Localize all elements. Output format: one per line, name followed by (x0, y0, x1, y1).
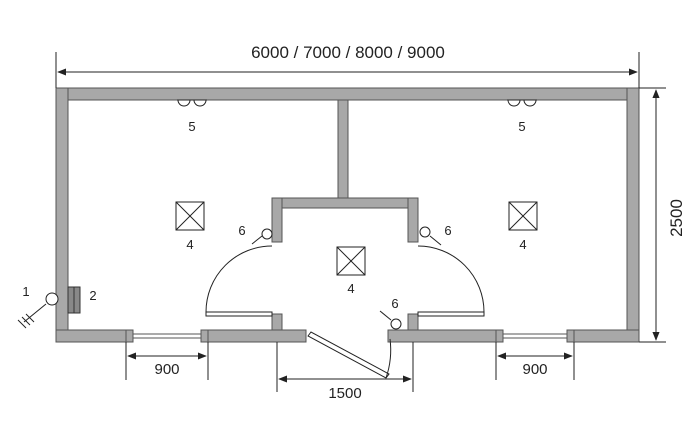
partition-left-wall (271, 197, 283, 243)
marker-lamp-right: 5 (518, 119, 525, 134)
marker-light-left: 4 (186, 237, 193, 252)
inner-door-left (205, 245, 273, 317)
switch-icon-bottom (379, 310, 402, 330)
total-width-label: 2500 (667, 199, 686, 237)
partition-right-wall (407, 197, 419, 243)
window-right (495, 329, 575, 343)
total-length-label: 6000 / 7000 / 8000 / 9000 (251, 43, 445, 62)
dimension-window-left (125, 342, 209, 380)
marker-switch-bottom: 6 (391, 296, 398, 311)
left-wall (55, 87, 69, 343)
dimension-window-right (495, 342, 575, 380)
window-right-width-label: 900 (522, 361, 547, 378)
light-fixture-icon-left (175, 201, 205, 231)
marker-light-right: 4 (519, 237, 526, 252)
right-wall (626, 87, 640, 343)
dimension-door-opening (276, 342, 414, 392)
bottom-wall-1 (55, 329, 127, 343)
door-opening-width-label: 1500 (328, 385, 361, 402)
dimension-total-length (55, 52, 640, 88)
bottom-wall-2 (207, 329, 307, 343)
window-left-width-label: 900 (154, 361, 179, 378)
marker-switch-right: 6 (444, 223, 451, 238)
partition-top-wall (271, 197, 419, 209)
distribution-panel-icon (67, 286, 81, 314)
marker-switch-left: 6 (238, 223, 245, 238)
inner-door-right (417, 245, 485, 317)
light-fixture-icon-center (336, 246, 366, 276)
top-wall (55, 87, 640, 101)
marker-panel: 2 (89, 288, 96, 303)
inner-stub-left (271, 313, 283, 331)
marker-power-input: 1 (22, 284, 29, 299)
lamp-icon-left (177, 99, 207, 107)
walls (55, 87, 640, 343)
lamp-icon-right (507, 99, 537, 107)
switch-icon-left (251, 228, 273, 245)
entrance-door (307, 331, 392, 379)
bottom-wall-4 (573, 329, 640, 343)
switch-icon-right (419, 226, 442, 246)
power-input-icon (17, 292, 59, 329)
marker-lamp-left: 5 (188, 119, 195, 134)
bottom-wall-3 (387, 329, 497, 343)
window-left (125, 329, 209, 343)
dimension-total-width (639, 87, 666, 343)
inner-stub-right (407, 313, 419, 331)
marker-light-center: 4 (347, 281, 354, 296)
light-fixture-icon-right (508, 201, 538, 231)
partition-wall (337, 99, 349, 199)
